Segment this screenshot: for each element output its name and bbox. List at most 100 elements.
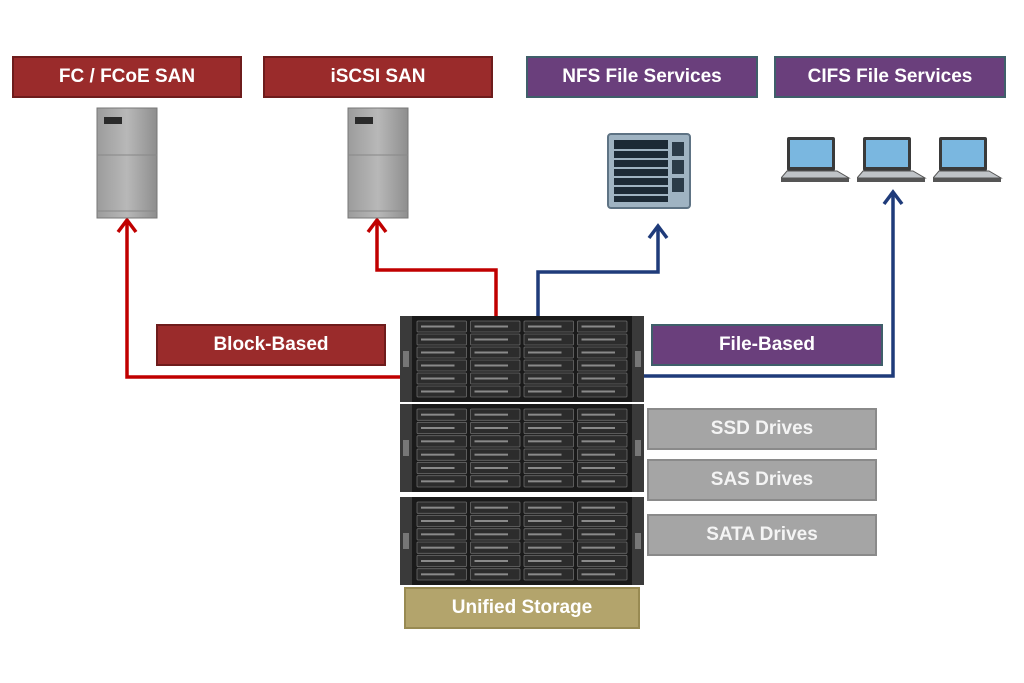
drive-bay-handle — [528, 325, 562, 328]
ssd-drives-label: SSD Drives — [647, 408, 877, 450]
drive-bay-handle — [474, 453, 508, 456]
drive-bay-handle — [528, 467, 562, 469]
drive-bay-handle — [581, 377, 615, 380]
block-arrow-fc — [116, 217, 138, 234]
drive-bay-handle — [528, 453, 562, 456]
drive-bay-handle — [581, 560, 615, 562]
drive-bay-handle — [528, 560, 562, 562]
unified-storage-label: Unified Storage — [404, 587, 640, 629]
drive-bay-handle — [421, 440, 455, 443]
drive-bay-handle — [581, 351, 615, 354]
drive-bay-handle — [528, 573, 562, 576]
laptop-icon — [781, 137, 851, 182]
drive-bay-handle — [581, 533, 615, 536]
drive-bay-handle — [581, 413, 615, 416]
drive-bay-handle — [474, 413, 508, 416]
file-arrow-nfs — [647, 223, 669, 240]
drive-bay-handle — [421, 351, 455, 354]
drive-bay-handle — [474, 573, 508, 576]
drive-bay-handle — [581, 427, 615, 429]
drive-bay-handle — [581, 364, 615, 367]
drive-bay-handle — [474, 351, 508, 354]
sata-drives-label: SATA Drives — [647, 514, 877, 556]
fc-server-tower-icon — [96, 107, 158, 219]
drive-bay-handle — [528, 440, 562, 443]
drive-bay-handle — [528, 506, 562, 509]
drive-bay-handle — [528, 364, 562, 367]
block-line-iscsi — [375, 222, 498, 318]
block-arrow-iscsi — [366, 217, 388, 234]
block-based-label: Block-Based — [156, 324, 386, 366]
laptop-icon — [857, 137, 927, 182]
drive-bay-handle — [421, 413, 455, 416]
drive-bay-handle — [474, 506, 508, 509]
laptop-icon — [933, 137, 1003, 182]
drive-bay-handle — [581, 467, 615, 469]
fc-fcoe-san-label: FC / FCoE SAN — [12, 56, 242, 98]
drive-bay-handle — [474, 546, 508, 549]
drive-bay-handle — [421, 480, 455, 483]
drive-bay-handle — [474, 427, 508, 429]
drive-bay-handle — [528, 427, 562, 429]
file-arrow-cifs — [882, 189, 904, 206]
drive-bay-handle — [421, 338, 455, 341]
drive-bay-handle — [528, 390, 562, 393]
drive-bay-handle — [581, 338, 615, 341]
drive-bay-handle — [421, 467, 455, 469]
sata-storage-enclosure — [400, 497, 644, 585]
drive-bay-handle — [474, 520, 508, 522]
file-line-cifs — [640, 194, 895, 378]
drive-bay-handle — [528, 338, 562, 341]
drive-bay-handle — [581, 325, 615, 328]
nas-device-icon — [607, 133, 691, 209]
ssd-storage-enclosure — [400, 316, 644, 402]
drive-bay-handle — [581, 390, 615, 393]
file-based-label: File-Based — [651, 324, 883, 366]
drive-bay-handle — [474, 467, 508, 469]
drive-bay-handle — [581, 440, 615, 443]
drive-bay-handle — [528, 520, 562, 522]
drive-bay-handle — [421, 560, 455, 562]
drive-bay-handle — [421, 533, 455, 536]
drive-bay-handle — [581, 573, 615, 576]
drive-bay-handle — [581, 520, 615, 522]
nfs-file-services-label: NFS File Services — [526, 56, 758, 98]
drive-bay-handle — [474, 364, 508, 367]
drive-bay-handle — [474, 480, 508, 483]
drive-bay-handle — [528, 546, 562, 549]
drive-bay-handle — [474, 533, 508, 536]
drive-bay-handle — [474, 440, 508, 443]
drive-bay-handle — [528, 377, 562, 380]
drive-bay-handle — [421, 377, 455, 380]
drive-bay-handle — [421, 546, 455, 549]
drive-bay-handle — [528, 351, 562, 354]
drive-bay-handle — [421, 364, 455, 367]
drive-bay-handle — [421, 453, 455, 456]
sas-storage-enclosure — [400, 404, 644, 492]
drive-bay-handle — [421, 520, 455, 522]
drive-bay-handle — [474, 325, 508, 328]
drive-bay-handle — [421, 573, 455, 576]
block-line-fc — [125, 222, 405, 379]
file-line-nfs — [536, 228, 660, 318]
drive-bay-handle — [528, 480, 562, 483]
drive-bay-handle — [581, 480, 615, 483]
drive-bay-handle — [474, 338, 508, 341]
iscsi-server-tower-icon — [347, 107, 409, 219]
drive-bay-handle — [421, 390, 455, 393]
drive-bay-handle — [474, 560, 508, 562]
drive-bay-handle — [421, 427, 455, 429]
drive-bay-handle — [528, 413, 562, 416]
drive-bay-handle — [581, 453, 615, 456]
drive-bay-handle — [474, 377, 508, 380]
drive-bay-handle — [581, 506, 615, 509]
iscsi-san-label: iSCSI SAN — [263, 56, 493, 98]
cifs-file-services-label: CIFS File Services — [774, 56, 1006, 98]
drive-bay-handle — [421, 506, 455, 509]
drive-bay-handle — [474, 390, 508, 393]
drive-bay-handle — [581, 546, 615, 549]
sas-drives-label: SAS Drives — [647, 459, 877, 501]
drive-bay-handle — [421, 325, 455, 328]
drive-bay-handle — [528, 533, 562, 536]
